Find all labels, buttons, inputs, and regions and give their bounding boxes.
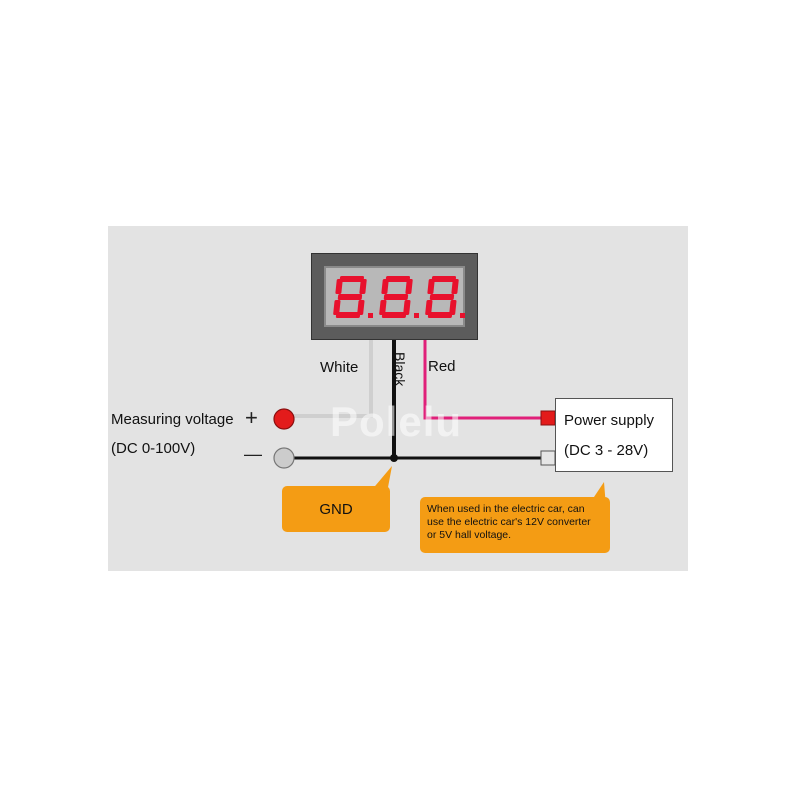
- measuring-range-label: (DC 0-100V): [111, 440, 196, 457]
- segment: [429, 294, 455, 300]
- white-wire: [284, 340, 373, 418]
- segment: [451, 279, 459, 294]
- note-callout: When used in the electric car, can use t…: [420, 497, 610, 553]
- red-wire: [423, 340, 541, 420]
- segment: [385, 276, 411, 282]
- negative-terminal: [273, 447, 295, 469]
- segment: [427, 279, 435, 294]
- segment: [425, 300, 433, 315]
- decimal-point: [414, 313, 419, 318]
- decimal-point: [460, 313, 465, 318]
- minus-sign: —: [244, 444, 262, 464]
- segment: [449, 300, 457, 315]
- seven-segment-digits: [333, 276, 465, 318]
- segment: [381, 312, 407, 318]
- watermark: Polelu: [330, 398, 463, 445]
- segment: [403, 300, 411, 315]
- red-wire-label: Red: [428, 358, 456, 375]
- decimal-point: [368, 313, 373, 318]
- segment: [357, 300, 365, 315]
- gnd-callout: GND: [282, 486, 390, 532]
- segment: [337, 294, 363, 300]
- segment: [335, 279, 343, 294]
- power-supply-title: Power supply: [564, 412, 655, 429]
- white-wire-label: White: [320, 359, 359, 376]
- segment: [359, 279, 367, 294]
- segment: [405, 279, 413, 294]
- segment: [381, 279, 389, 294]
- digit-2: [379, 276, 413, 318]
- positive-terminal: [273, 408, 295, 430]
- segment: [339, 276, 365, 282]
- power-supply-box: Power supply (DC 3 - 28V): [555, 398, 673, 472]
- segment: [333, 300, 341, 315]
- plus-sign: +: [245, 405, 258, 430]
- black-wire-label: Black: [392, 352, 408, 387]
- segment: [383, 294, 409, 300]
- junction-dot: [390, 454, 398, 462]
- note-line-2: use the electric car's 12V converter: [427, 516, 591, 528]
- segment: [427, 312, 453, 318]
- psu-red-connector: [540, 410, 556, 426]
- segment: [379, 300, 387, 315]
- note-line-3: or 5V hall voltage.: [427, 529, 512, 541]
- note-line-1: When used in the electric car, can: [427, 503, 585, 515]
- gnd-callout-text: GND: [319, 500, 353, 518]
- segment: [335, 312, 361, 318]
- measuring-voltage-label: Measuring voltage: [111, 411, 234, 428]
- segment: [431, 276, 457, 282]
- digit-3: [425, 276, 459, 318]
- psu-black-connector: [540, 450, 556, 466]
- voltmeter: [311, 253, 478, 340]
- power-supply-range: (DC 3 - 28V): [564, 442, 649, 459]
- digit-1: [333, 276, 367, 318]
- meter-display: [324, 266, 465, 327]
